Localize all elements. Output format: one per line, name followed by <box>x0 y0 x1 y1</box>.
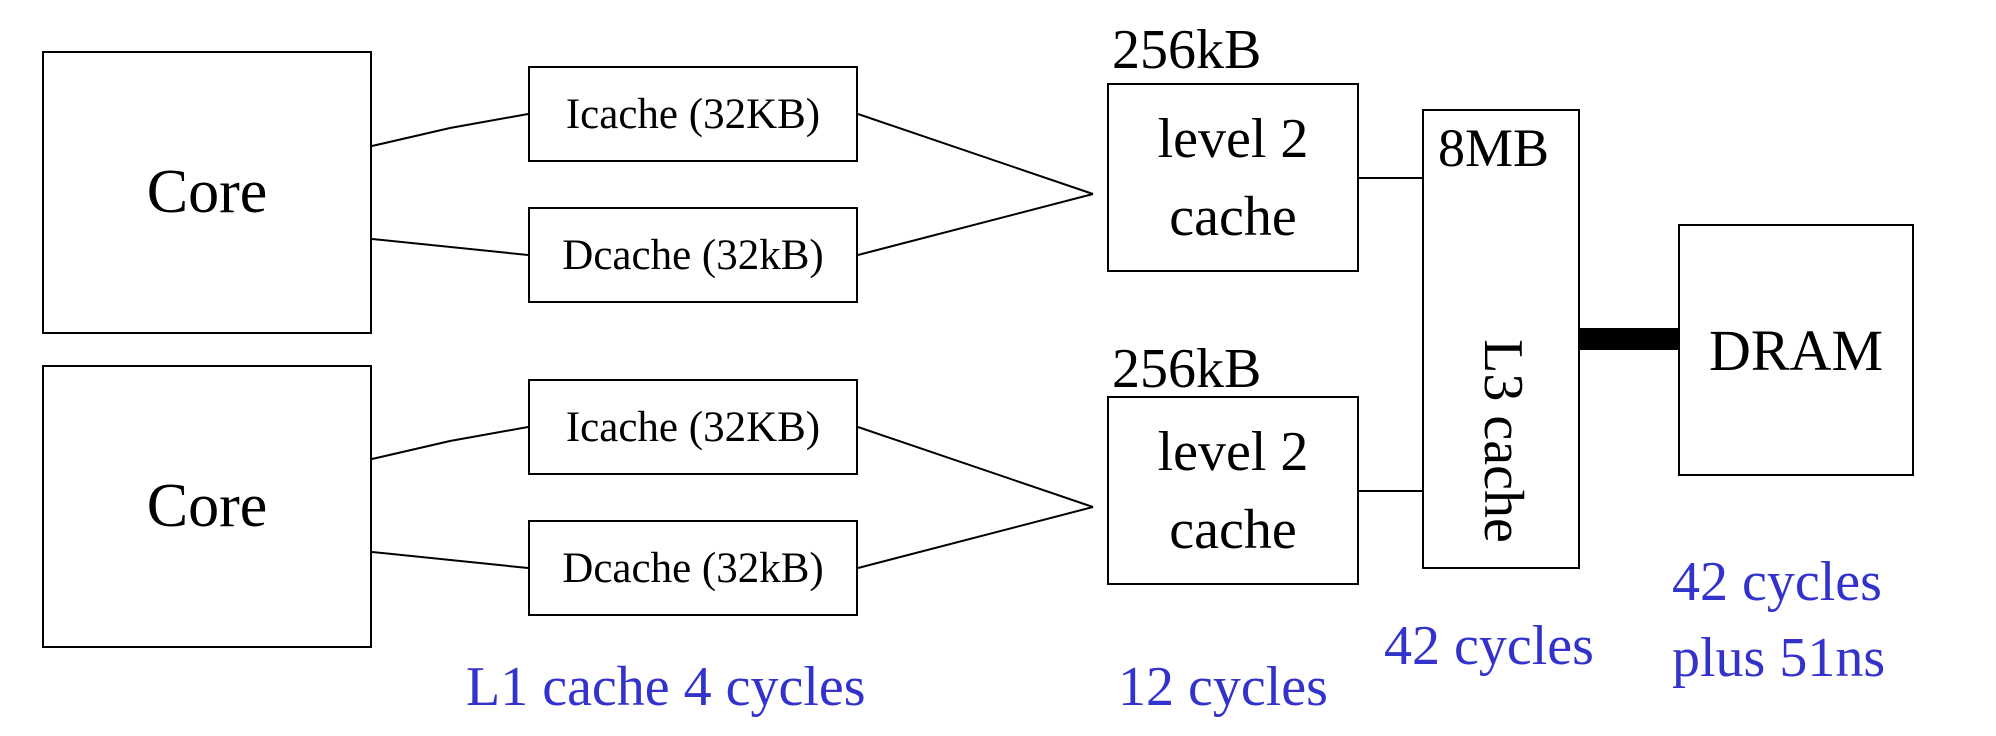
dram-latency-line1: 42 cycles <box>1672 551 1882 613</box>
l2-label-line2: cache <box>1169 498 1297 561</box>
wire-core1-icache <box>371 113 529 147</box>
dcache-label: Dcache (32kB) <box>562 231 824 279</box>
dcache-label: Dcache (32kB) <box>562 544 824 592</box>
icache-label: Icache (32KB) <box>565 90 821 138</box>
dram-latency-line2: plus 51ns <box>1672 627 1886 689</box>
l2-size-label-1: 256kB <box>1112 19 1262 81</box>
l2-cache-box-2: level 2 cache <box>1107 396 1359 585</box>
dram-box: DRAM <box>1678 224 1914 476</box>
icache-box-1: Icache (32KB) <box>528 66 858 162</box>
l2-latency-label: 12 cycles <box>1118 656 1328 718</box>
core-label: Core <box>146 472 268 540</box>
dcache-box-1: Dcache (32kB) <box>528 207 858 303</box>
l2-label-line1: level 2 <box>1157 107 1309 170</box>
l3-latency-label: 42 cycles <box>1384 615 1594 677</box>
core-box-2: Core <box>42 365 372 648</box>
l3-name-label: L3 cache <box>1472 339 1534 543</box>
l2-cache-box-1: level 2 cache <box>1107 83 1359 272</box>
wire-core1-dcache <box>371 238 529 256</box>
l1-latency-label: L1 cache 4 cycles <box>466 656 866 718</box>
l2-size-label-2: 256kB <box>1112 338 1262 400</box>
wire-dcache1-l2 <box>857 193 1094 256</box>
dcache-box-2: Dcache (32kB) <box>528 520 858 616</box>
wire-core2-icache <box>371 426 529 460</box>
dram-label: DRAM <box>1708 317 1884 383</box>
icache-label: Icache (32KB) <box>565 403 821 451</box>
l2-label-line1: level 2 <box>1157 420 1309 483</box>
l2-label-line2: cache <box>1169 185 1297 248</box>
icache-box-2: Icache (32KB) <box>528 379 858 475</box>
l3-size-label: 8MB <box>1438 118 1550 178</box>
wire-dcache2-l2 <box>857 506 1094 569</box>
wire-icache2-l2 <box>857 426 1094 508</box>
wire-core2-dcache <box>371 551 529 569</box>
l3-cache-box: 8MB L3 cache <box>1422 109 1580 569</box>
core-label: Core <box>146 158 268 226</box>
wire-icache1-l2 <box>857 113 1094 195</box>
core-box-1: Core <box>42 51 372 334</box>
dram-latency-label: 42 cycles plus 51ns <box>1672 544 1885 696</box>
